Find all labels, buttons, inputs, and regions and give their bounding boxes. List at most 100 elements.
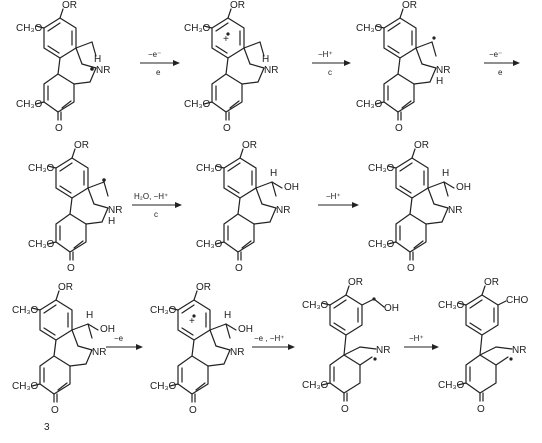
arrow-2-bottom-label: c	[328, 68, 332, 77]
methoxy-label-upper: CH₃O	[12, 305, 39, 316]
arrow-1-top-label: −e⁻	[148, 50, 161, 59]
oh-label: OH	[384, 303, 399, 314]
nr-label: NR	[108, 205, 122, 216]
or-label: OR	[348, 277, 363, 288]
h-label: H	[224, 310, 231, 321]
structure-4: OR CH₃O NR H CH₃O O	[28, 140, 122, 274]
nr-label: NR	[92, 347, 106, 358]
arrow-3-bottom-label: e	[498, 68, 503, 77]
arrow-7: −e , −H⁺	[252, 334, 295, 350]
cation-mark	[373, 357, 377, 361]
structure-5: OR CH₃O NR H OH CH₃O O	[196, 140, 299, 274]
methoxy-label-lower: CH₃O	[438, 380, 465, 391]
carbonyl-o-label: O	[51, 405, 59, 416]
radical-dot	[226, 32, 230, 36]
carbonyl-o-label: O	[189, 405, 197, 416]
cation-mark	[102, 178, 106, 182]
or-label: OR	[484, 277, 499, 288]
h-label: H	[436, 76, 443, 87]
methoxy-label-lower: CH₃O	[12, 381, 39, 392]
structure-10: OR CH₃O NR CHO CH₃O O	[438, 277, 528, 415]
or-label: OR	[414, 140, 429, 151]
arrow-8-top-label: −H⁺	[409, 334, 424, 343]
h-label: H	[270, 168, 277, 179]
arrow-3: −e⁻ e	[484, 50, 520, 77]
h-label: H	[108, 216, 115, 227]
methoxy-label-upper: CH₃O	[16, 23, 43, 34]
methoxy-label-lower: CH₃O	[16, 99, 43, 110]
h-label: H	[86, 310, 93, 321]
nr-label: NR	[264, 65, 278, 76]
carbonyl-o-label: O	[341, 404, 349, 415]
or-label: OR	[58, 282, 73, 293]
radical-dot	[192, 314, 196, 318]
arrow-1: −e⁻ e	[140, 50, 180, 77]
h-label: H	[94, 54, 101, 65]
carbonyl-o-label: O	[477, 404, 485, 415]
arrow-5: −H⁺	[318, 192, 359, 208]
oh-label: OH	[456, 182, 471, 193]
arrow-7-top-label: −e , −H⁺	[254, 334, 284, 343]
structure-2: OR CH₃O NR H CH₃O O +	[184, 0, 278, 134]
nr-label: NR	[512, 345, 526, 356]
methoxy-label-lower: CH₃O	[184, 99, 211, 110]
oh-label: OH	[100, 324, 115, 335]
cation-mark	[509, 357, 513, 361]
radical-dot	[90, 67, 94, 71]
methoxy-label-upper: CH₃O	[302, 300, 329, 311]
or-label: OR	[402, 0, 417, 11]
nr-label: NR	[448, 205, 462, 216]
radical-dot	[372, 297, 376, 301]
methoxy-label-upper: CH₃O	[438, 300, 465, 311]
methoxy-label-upper: CH₃O	[28, 163, 55, 174]
or-label: OR	[242, 140, 257, 151]
arrow-3-top-label: −e⁻	[489, 50, 502, 59]
footnote-label: 3	[44, 422, 50, 433]
methoxy-label-lower: CH₃O	[356, 99, 383, 110]
nr-label: NR	[436, 65, 450, 76]
arrow-8: −H⁺	[404, 334, 439, 350]
nr-label: NR	[96, 65, 110, 76]
h-label: H	[442, 168, 449, 179]
carbonyl-o-label: O	[67, 263, 75, 274]
cho-label: CHO	[506, 295, 528, 306]
arrow-6: −e	[106, 334, 143, 350]
or-label: OR	[62, 0, 77, 11]
structure-3: OR CH₃O NR H CH₃O O	[356, 0, 450, 134]
h-label: H	[262, 54, 269, 65]
structure-7: OR CH₃O NR H OH CH₃O O	[12, 282, 115, 416]
oh-label: OH	[238, 324, 253, 335]
methoxy-label-upper: CH₃O	[196, 163, 223, 174]
structure-6: OR CH₃O NR H OH CH₃O O	[368, 140, 471, 274]
methoxy-label-lower: CH₃O	[368, 239, 395, 250]
arrow-4-bottom-label: c	[154, 210, 158, 219]
radical-cation-mark: +	[223, 34, 229, 45]
or-label: OR	[230, 0, 245, 11]
radical-cation-mark: +	[189, 316, 195, 327]
carbonyl-o-label: O	[235, 263, 243, 274]
methoxy-label-upper: CH₃O	[184, 23, 211, 34]
arrow-2-top-label: −H⁺	[318, 50, 333, 59]
carbonyl-o-label: O	[407, 263, 415, 274]
arrow-5-top-label: −H⁺	[326, 192, 341, 201]
nr-label: NR	[376, 345, 390, 356]
radical-dot	[432, 36, 436, 40]
nr-label: NR	[276, 205, 290, 216]
arrow-1-bottom-label: e	[156, 68, 161, 77]
carbonyl-o-label: O	[55, 123, 63, 134]
methoxy-label-upper: CH₃O	[356, 23, 383, 34]
or-label: OR	[74, 140, 89, 151]
methoxy-label-lower: CH₃O	[150, 381, 177, 392]
carbonyl-o-label: O	[223, 123, 231, 134]
methoxy-label-upper: CH₃O	[150, 305, 177, 316]
structure-8: OR CH₃O NR H OH CH₃O O +	[150, 282, 253, 416]
methoxy-label-lower: CH₃O	[302, 380, 329, 391]
methoxy-label-lower: CH₃O	[196, 239, 223, 250]
methoxy-label-upper: CH₃O	[368, 163, 395, 174]
oh-label: OH	[284, 182, 299, 193]
arrow-2: −H⁺ c	[312, 50, 351, 77]
carbonyl-o-label: O	[395, 123, 403, 134]
methoxy-label-lower: CH₃O	[28, 239, 55, 250]
structure-1: OR CH₃O NR H CH₃O O	[16, 0, 110, 134]
